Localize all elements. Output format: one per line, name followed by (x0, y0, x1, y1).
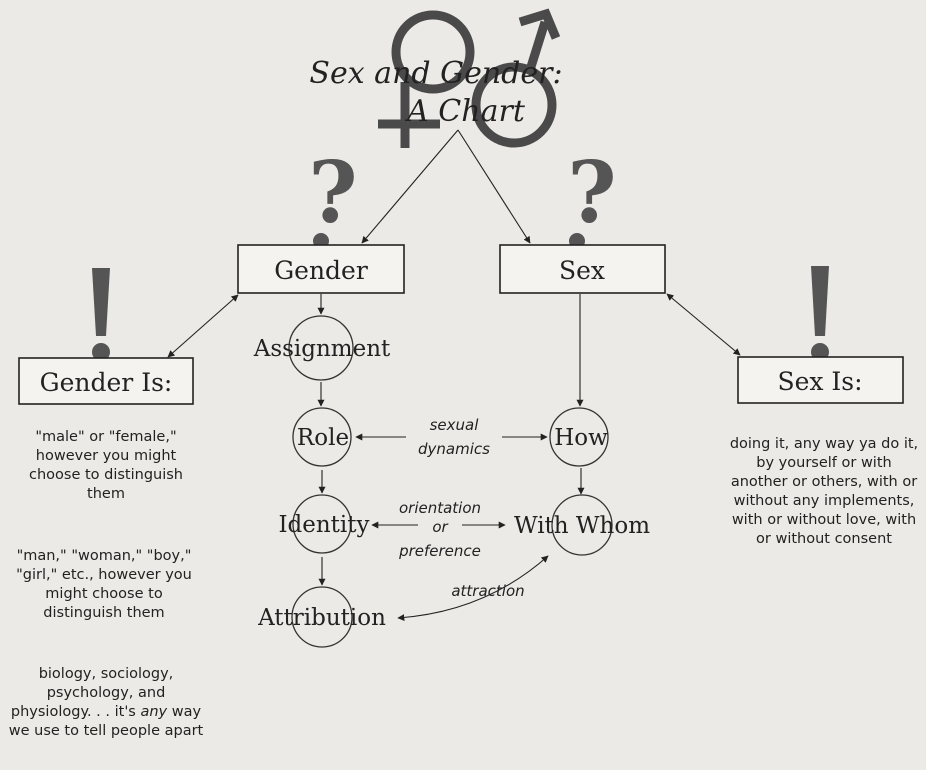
identity-circle (292, 494, 352, 554)
identity-label: Identity (278, 512, 369, 538)
gender-definition-1: "male" or "female," however you might ch… (28, 429, 183, 502)
question-mark-right-icon: ? (567, 143, 617, 249)
venus-symbol-icon (378, 10, 475, 148)
arrow-sex-to-sex-is (666, 293, 741, 356)
gender-box: Gender (237, 244, 405, 294)
question-mark-left-icon: ? (308, 143, 358, 249)
how-label: How (554, 425, 608, 451)
gender-box-label: Gender (274, 256, 368, 285)
gender-definition-3-post: way we use to tell people apart (8, 704, 204, 739)
assignment-circle (288, 315, 354, 381)
attribution-circle (291, 586, 353, 648)
attribution-label: Attribution (257, 605, 386, 631)
gender-is-label: Gender Is: (40, 368, 173, 397)
sex-is-box: Sex Is: (737, 356, 904, 404)
node-circles (288, 315, 613, 648)
sex-is-label: Sex Is: (777, 367, 862, 396)
svg-text:?: ? (567, 143, 616, 242)
with-whom-circle (551, 494, 613, 556)
svg-text:?: ? (308, 143, 357, 242)
mars-symbol-icon (471, 8, 561, 148)
orientation-label-3: preference (398, 542, 481, 560)
with-whom-label: With Whom (514, 513, 650, 539)
role-circle (292, 407, 352, 467)
sexual-dynamics-label-1: sexual (430, 416, 480, 434)
gender-is-box: Gender Is: (18, 357, 194, 405)
arrow-title-to-sex (457, 129, 531, 244)
role-label: Role (297, 425, 349, 451)
sex-definition: doing it, any way ya do it, by yourself … (729, 436, 919, 547)
orientation-label-1: orientation (399, 499, 481, 517)
chart-title-line1: Sex and Gender: (309, 56, 562, 91)
arrow-gender-to-gender-is (167, 294, 239, 358)
chart-title-line2: A Chart (404, 94, 526, 129)
exclamation-mark-left-icon (92, 268, 110, 361)
gender-definition-3: biology, sociology, psychology, and phys… (8, 665, 204, 741)
gender-definition-2: "man," "woman," "boy," "girl," etc., how… (16, 548, 192, 621)
gender-definition-3-pre: biology, sociology, psychology, and phys… (10, 666, 174, 720)
arrow-attraction (397, 555, 549, 622)
how-circle (549, 407, 609, 467)
arrow-title-to-gender (361, 129, 459, 244)
gender-definition-3-emphasis: any (140, 704, 168, 720)
exclamation-mark-right-icon (811, 266, 829, 361)
sex-box-label: Sex (559, 256, 605, 285)
sexual-dynamics-label-2: dynamics (418, 440, 490, 458)
sex-box: Sex (499, 244, 666, 294)
orientation-label-2: or (432, 518, 448, 536)
connector-arrows (167, 129, 741, 622)
attraction-label: attraction (451, 582, 524, 600)
assignment-label: Assignment (253, 336, 391, 362)
